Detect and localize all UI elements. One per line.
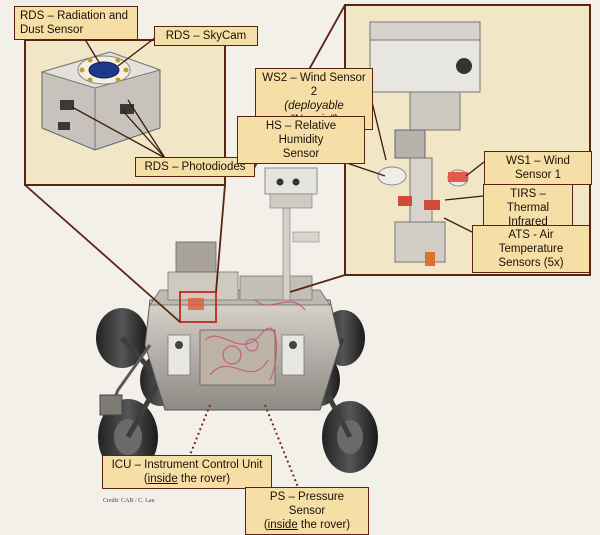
label-line: HS – Relative Humidity	[265, 120, 337, 146]
label-line: Dust Sensor	[20, 24, 84, 36]
label-line: TIRS – Thermal	[506, 188, 550, 214]
label-line: RDS – SkyCam	[165, 30, 247, 42]
label-text: the rover)	[177, 473, 231, 485]
label-line: PS – Pressure Sensor	[269, 491, 345, 517]
label-text: the rover)	[297, 519, 351, 531]
mast-image	[369, 21, 481, 266]
label-text: inside	[267, 519, 298, 531]
label-line: ICU – Instrument Control Unit	[111, 459, 263, 471]
label-rds-photodiodes: RDS – Photodiodes	[135, 157, 255, 177]
rds-inset	[24, 33, 226, 186]
label-text: (	[143, 473, 148, 485]
image-credit: Credit: CAB / C. Lau	[103, 498, 155, 504]
label-rds-radiation-dust-sensor: RDS – Radiation and Dust Sensor	[14, 6, 138, 40]
label-line: WS2 – Wind Sensor 2	[262, 72, 366, 98]
dotted-pointers	[189, 404, 299, 488]
label-text: (	[263, 519, 268, 531]
label-line: (inside the rover)	[108, 472, 266, 486]
label-ps-pressure-sensor: PS – Pressure Sensor (inside the rover)	[245, 487, 369, 535]
label-line: WS1 – Wind Sensor 1	[506, 155, 570, 181]
label-line: Sensor	[282, 148, 320, 160]
label-line: RDS – Radiation and	[20, 10, 129, 22]
rover-illustration	[96, 167, 378, 475]
label-line: ATS - Air Temperature	[498, 229, 564, 255]
label-line: RDS – Photodiodes	[144, 161, 246, 173]
label-line: (inside the rover)	[251, 518, 363, 532]
label-line: Sensors (5x)	[498, 257, 564, 269]
label-text: inside	[147, 473, 178, 485]
label-hs-relative-humidity: HS – Relative Humidity Sensor	[237, 116, 365, 164]
label-ats-air-temperature: ATS - Air Temperature Sensors (5x)	[472, 225, 590, 273]
rds-location-highlight	[179, 291, 217, 323]
rds-device-image	[40, 51, 162, 151]
label-icu-instrument-control-unit: ICU – Instrument Control Unit (inside th…	[102, 455, 272, 489]
label-rds-skycam: RDS – SkyCam	[154, 26, 258, 46]
label-ws1-wind-sensor-1: WS1 – Wind Sensor 1	[484, 151, 592, 185]
